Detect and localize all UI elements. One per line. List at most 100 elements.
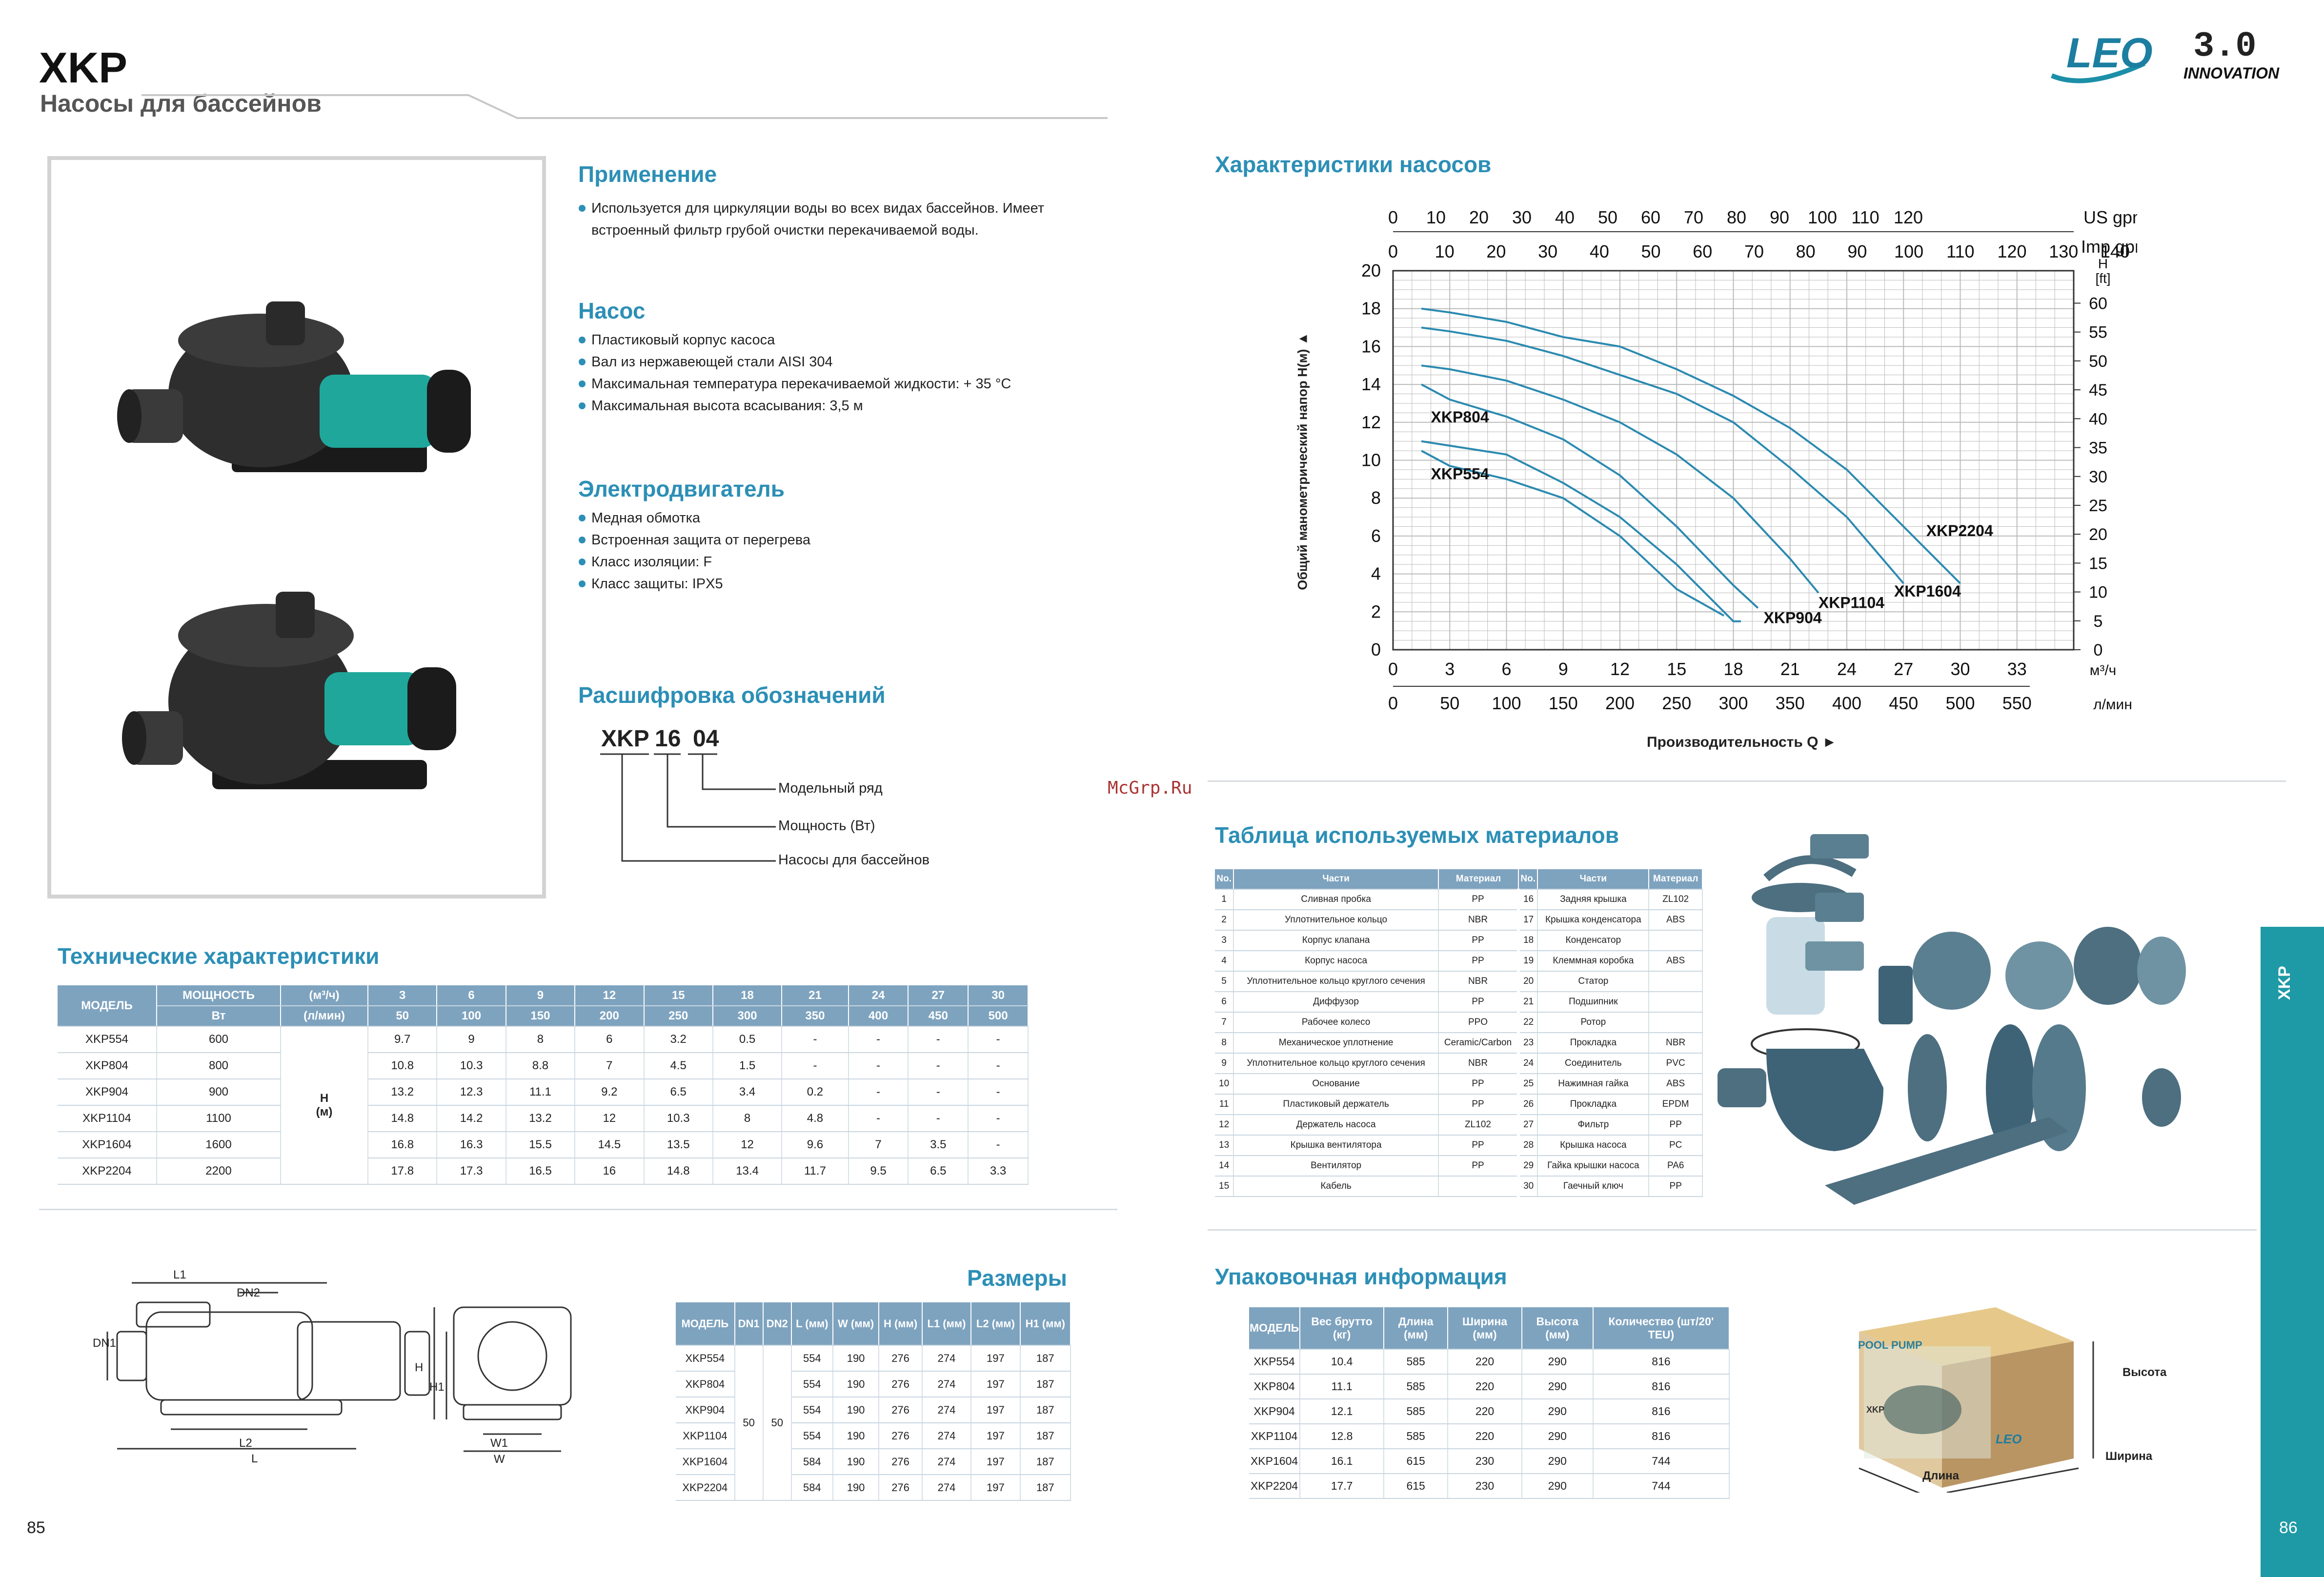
table-cell: PA6: [1649, 1156, 1703, 1177]
x2-tick-label: 400: [1832, 693, 1861, 713]
table-cell: 11.7: [782, 1158, 849, 1185]
x2-tick-label: 50: [1440, 693, 1459, 713]
table-cell: 10: [1215, 1074, 1234, 1095]
table-cell: [1438, 1176, 1520, 1197]
pump-photo-top: [117, 301, 471, 472]
table-cell: Ротор: [1537, 1012, 1650, 1033]
table-cell: 290: [1521, 1449, 1594, 1474]
product-photo-frame: [47, 156, 546, 898]
x-tick-label: 30: [1950, 659, 1970, 679]
table-cell: 290: [1521, 1474, 1594, 1499]
table-cell: 13.2: [368, 1079, 438, 1106]
x-tick-label: 6: [1501, 659, 1511, 679]
y-tick-label: 6: [1371, 526, 1381, 546]
packing-header: Длина (мм): [1384, 1307, 1449, 1350]
table-cell: 230: [1448, 1449, 1522, 1474]
x2-tick-label: 250: [1662, 693, 1691, 713]
table-cell: 554: [791, 1423, 833, 1449]
y-tick-label: 12: [1361, 412, 1381, 432]
table-cell: 17.7: [1300, 1474, 1385, 1499]
dim-label-l1: L1: [173, 1268, 186, 1281]
table-cell: 187: [1020, 1475, 1071, 1501]
x2-tick-label: 200: [1605, 693, 1635, 713]
x-tick-label: 9: [1558, 659, 1568, 679]
table-cell: 50: [763, 1345, 792, 1501]
y-tick-label: 0: [1371, 639, 1381, 659]
table-cell: 220: [1448, 1424, 1522, 1449]
table-cell: -: [968, 1026, 1029, 1053]
table-cell: XKP804: [58, 1053, 157, 1079]
y-tick-label: 2: [1371, 601, 1381, 621]
table-cell: 220: [1448, 1399, 1522, 1424]
materials-header: Части: [1233, 869, 1439, 890]
table-cell: ABS: [1649, 1074, 1703, 1095]
dim-header: L1 (мм): [922, 1302, 972, 1346]
top-unit: US gpm: [2083, 207, 2137, 227]
table-cell: 6: [1215, 992, 1234, 1013]
table-cell: 2200: [157, 1158, 281, 1185]
table-cell: 4.8: [782, 1105, 849, 1132]
imp-tick-label: 110: [1946, 241, 1974, 261]
part-shape: [1879, 966, 1913, 1024]
motor-title: Электродвигатель: [578, 476, 785, 501]
imp-tick-label: 40: [1590, 241, 1609, 261]
materials-header: Материал: [1649, 869, 1703, 890]
table-cell: -: [848, 1079, 909, 1106]
table-cell: 10.4: [1300, 1349, 1385, 1375]
table-cell: 276: [879, 1423, 923, 1449]
x2-tick-label: 500: [1945, 693, 1975, 713]
table-cell: 25: [1518, 1074, 1538, 1095]
table-cell: PP: [1438, 1094, 1520, 1115]
table-cell: 190: [832, 1449, 880, 1475]
table-cell: 16: [1518, 889, 1538, 910]
table-cell: 7: [1215, 1012, 1234, 1033]
x-tick-label: 18: [1723, 659, 1743, 679]
table-cell: XKP1604: [676, 1449, 735, 1475]
table-cell: 187: [1020, 1371, 1071, 1397]
table-cell: XKP804: [1249, 1374, 1301, 1399]
tech-flow-m3h: 9: [505, 985, 576, 1006]
curve-label: XKP2204: [1926, 522, 1993, 539]
table-cell: XKP2204: [58, 1158, 157, 1185]
dim-label-w: W: [494, 1453, 505, 1466]
top-tick-label: 20: [1469, 207, 1489, 227]
top-tick-label: 100: [1808, 207, 1837, 227]
table-cell: -: [848, 1053, 909, 1079]
curve-xkp1104: [1421, 364, 1819, 594]
table-cell: 585: [1384, 1374, 1449, 1399]
table-cell: Прокладка: [1537, 1094, 1650, 1115]
table-cell: 28: [1518, 1135, 1538, 1156]
table-cell: XKP804: [676, 1371, 735, 1397]
table-cell: XKP904: [1249, 1399, 1301, 1424]
table-cell: [1649, 930, 1703, 951]
table-cell: 274: [922, 1475, 972, 1501]
table-cell: 290: [1521, 1349, 1594, 1375]
table-cell: PP: [1438, 1074, 1520, 1095]
left-divider: [39, 1209, 1117, 1210]
x2-tick-label: 350: [1776, 693, 1805, 713]
table-cell: 18: [1518, 930, 1538, 951]
table-cell: 15: [1215, 1176, 1234, 1197]
table-cell: 14.5: [575, 1132, 645, 1158]
x-tick-label: 33: [2007, 659, 2027, 679]
curve-label: XKP1104: [1819, 594, 1884, 612]
decode-code-row: 04: [693, 726, 719, 752]
table-cell: 816: [1593, 1399, 1730, 1424]
table-cell: 10.3: [437, 1053, 506, 1079]
table-cell: PVC: [1649, 1053, 1703, 1074]
x2-tick-label: 300: [1718, 693, 1748, 713]
table-cell: 14.2: [437, 1105, 506, 1132]
table-cell: -: [782, 1026, 849, 1053]
table-cell: 13.4: [712, 1158, 783, 1185]
side-tab-label: XKP: [2275, 966, 2294, 1000]
y2-tick-label: 5: [2094, 612, 2103, 631]
tech-flow-lmin: 350: [782, 1006, 849, 1027]
